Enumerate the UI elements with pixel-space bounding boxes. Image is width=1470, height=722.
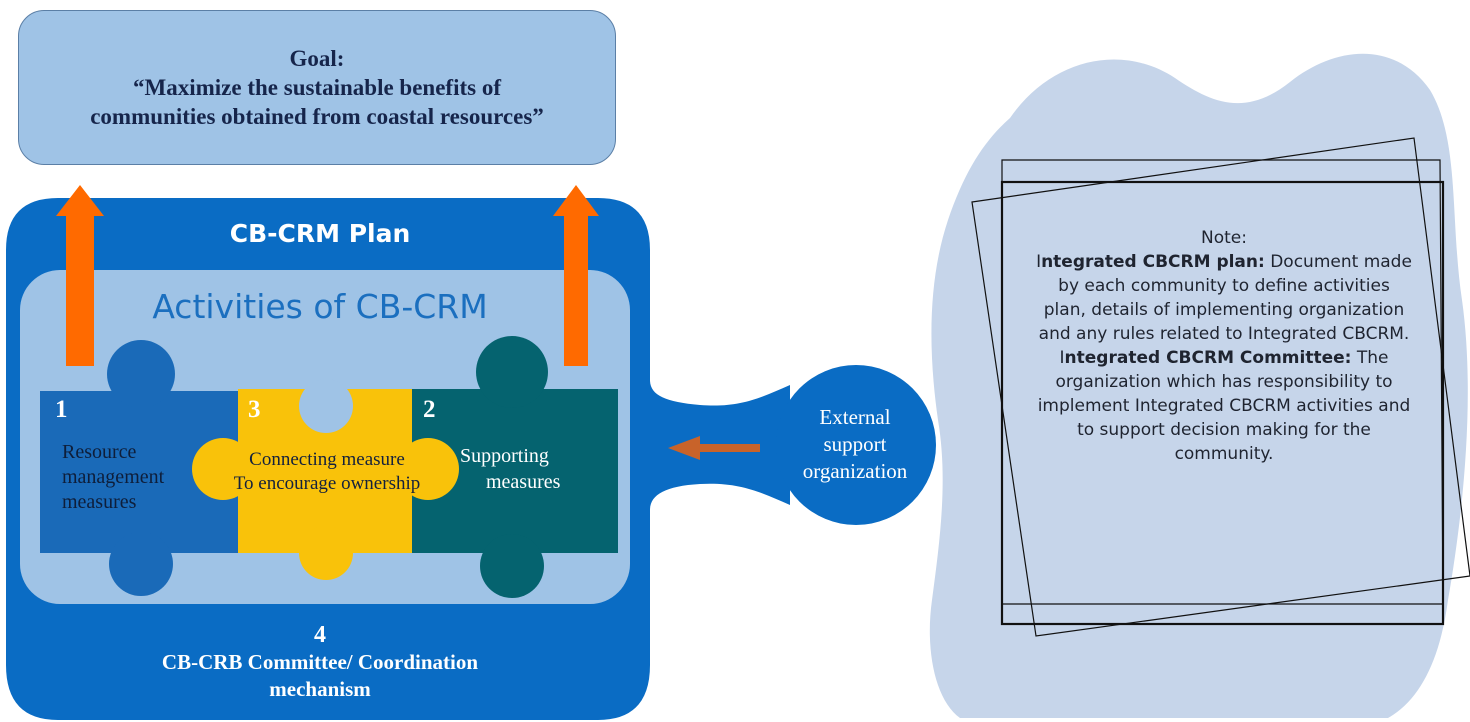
note-plan-prefix: I <box>1036 252 1042 272</box>
note-committee-prefix: I <box>1059 348 1065 368</box>
puzzle-piece-connecting <box>192 379 459 580</box>
goal-line-1: “Maximize the sustainable benefits of <box>133 75 501 100</box>
external-support-arrow <box>668 436 760 460</box>
external-line-2: support <box>823 432 887 456</box>
left-up-arrow <box>56 185 104 366</box>
resource-label-2: management <box>62 466 165 488</box>
connecting-label-1: Connecting measure <box>249 449 405 470</box>
connecting-number: 3 <box>248 396 261 423</box>
connecting-label-2: To encourage ownership <box>233 473 421 494</box>
note-committee-definition: Integrated CBCRM Committee: The organiza… <box>1036 346 1412 466</box>
right-up-arrow <box>553 185 599 366</box>
external-support-circle <box>776 365 936 525</box>
note-label: Note: <box>1201 228 1247 248</box>
goal-heading: Goal: <box>289 46 345 71</box>
resource-label-3: measures <box>62 491 137 513</box>
external-support-label: External support organization <box>780 404 930 485</box>
supporting-label-1: Supporting <box>460 445 549 467</box>
note-committee-term: ntegrated CBCRM Committee: <box>1064 348 1352 368</box>
note-committee-desc: The organization which has responsibilit… <box>1037 348 1411 464</box>
note-plan-term: ntegrated CBCRM plan: <box>1041 252 1265 272</box>
note-blob-background <box>929 53 1468 719</box>
supporting-label-2: measures <box>486 471 561 493</box>
plan-title: CB-CRM Plan <box>229 219 411 248</box>
external-line-1: External <box>819 405 891 429</box>
note-frame-offset <box>1001 159 1444 605</box>
external-line-3: organization <box>802 459 908 483</box>
committee-line-1: CB-CRB Committee/ Coordination <box>161 650 479 674</box>
committee-number: 4 <box>314 622 326 648</box>
committee-line-2: mechanism <box>269 677 371 701</box>
activities-title: Activities of CB-CRM <box>152 287 488 326</box>
resource-label-1: Resource <box>62 441 137 463</box>
committee-block: 4 CB-CRB Committee/ Coordination mechani… <box>60 622 580 703</box>
note-text: Note: Integrated CBCRM plan: Document ma… <box>1036 226 1412 466</box>
supporting-number: 2 <box>423 396 436 423</box>
note-plan-desc: Document made by each community to defin… <box>1038 252 1412 344</box>
goal-line-2: communities obtained from coastal resour… <box>90 104 544 129</box>
note-frame-tilted <box>971 137 1470 637</box>
resource-number: 1 <box>55 396 68 423</box>
note-plan-definition: Integrated CBCRM plan: Document made by … <box>1036 250 1412 346</box>
goal-box: Goal: “Maximize the sustainable benefits… <box>18 10 616 165</box>
